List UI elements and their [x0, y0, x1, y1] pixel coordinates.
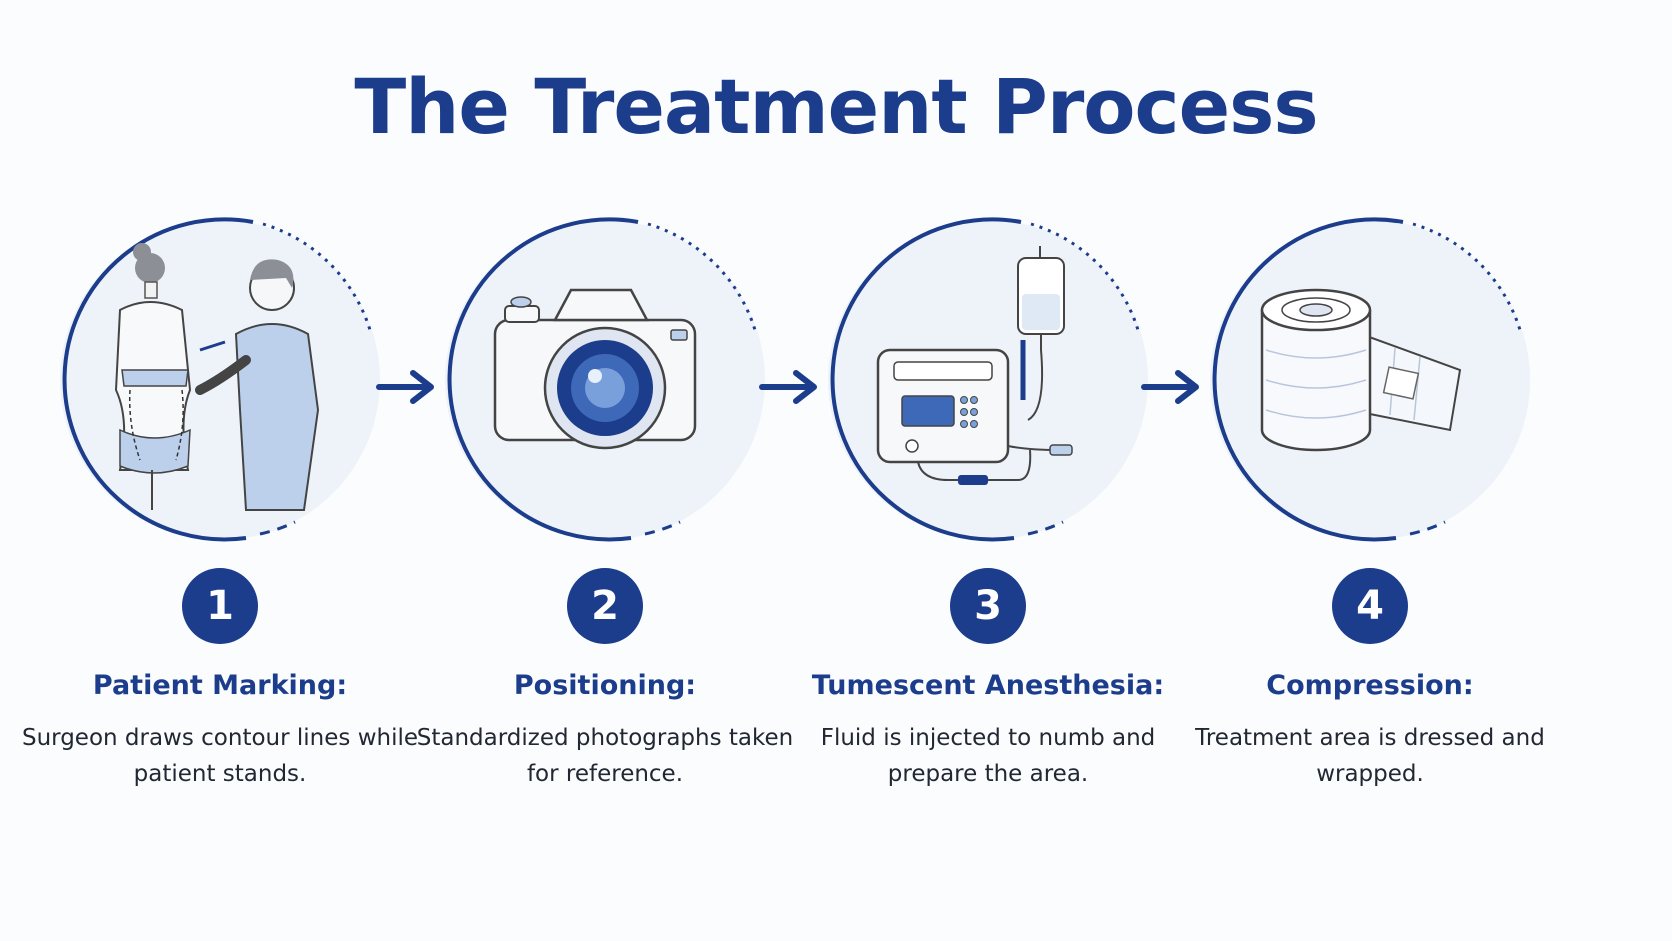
step-4-illustration — [1210, 217, 1530, 542]
arrow-right-icon — [1141, 370, 1199, 404]
step-description: Standardized photographs taken for refer… — [416, 725, 794, 787]
step-2: 2 Positioning: Standardized photographs … — [417, 210, 793, 810]
step-description: Fluid is injected to numb and prepare th… — [820, 725, 1156, 787]
arrow-right-icon — [759, 370, 817, 404]
step-4: 4 Compression: Treatment area is dressed… — [1195, 210, 1545, 810]
patient-marking-icon — [114, 243, 320, 511]
camera-icon — [493, 288, 697, 450]
step-number-badge: 4 — [1332, 568, 1408, 644]
bandage-roll-icon — [1260, 288, 1462, 452]
step-3: 3 Tumescent Anesthesia: Fluid is injecte… — [812, 210, 1164, 810]
infusion-pump-icon — [876, 246, 1073, 485]
step-description: Treatment area is dressed and wrapped. — [1195, 725, 1545, 787]
arrow-right-icon — [376, 370, 434, 404]
step-title: Compression: — [1266, 670, 1474, 701]
step-1: 1 Patient Marking: Surgeon draws contour… — [22, 210, 418, 810]
step-number-badge: 2 — [567, 568, 643, 644]
step-2-illustration — [445, 217, 765, 542]
step-number-badge: 1 — [182, 568, 258, 644]
step-3-illustration — [828, 217, 1148, 542]
page-title: The Treatment Process — [354, 62, 1318, 151]
step-title: Positioning: — [513, 670, 697, 701]
step-title: Tumescent Anesthesia: — [811, 670, 1165, 701]
step-title: Patient Marking: — [92, 670, 348, 701]
step-number-badge: 3 — [950, 568, 1026, 644]
step-description: Surgeon draws contour lines while patien… — [21, 725, 419, 787]
step-1-illustration — [60, 217, 380, 542]
